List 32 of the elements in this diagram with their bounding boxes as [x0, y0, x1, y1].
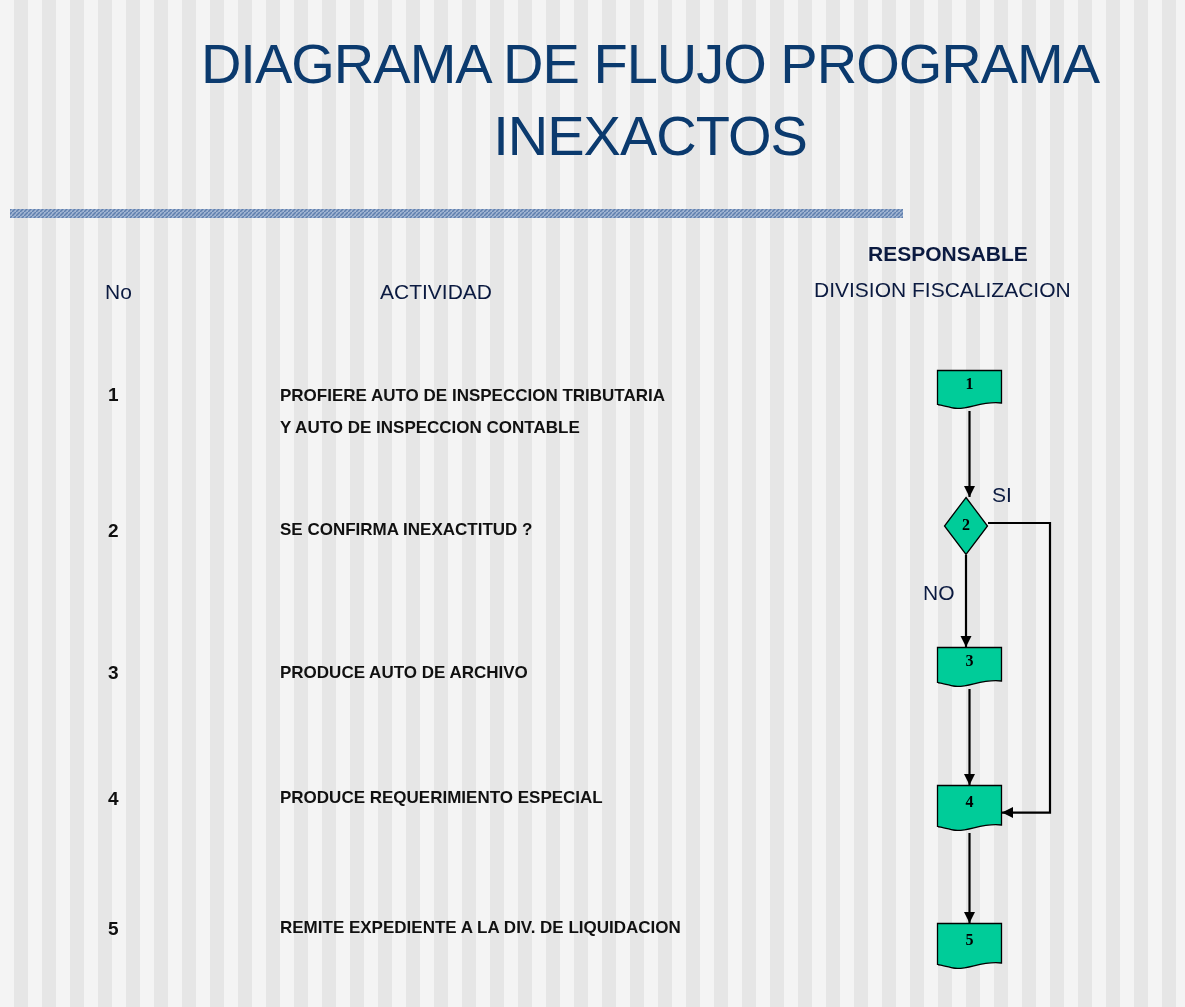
step-number: 2	[108, 520, 119, 542]
step-number: 3	[964, 652, 975, 670]
column-header: No	[105, 280, 132, 304]
arrow	[988, 521, 1052, 819]
document-shape	[937, 785, 1002, 831]
step-number: 3	[108, 662, 119, 684]
step-number: 1	[108, 384, 119, 406]
step-number: 2	[961, 516, 971, 534]
step-number: 4	[108, 788, 119, 810]
activity-text: PRODUCE AUTO DE ARCHIVO	[280, 662, 529, 684]
arrow	[964, 411, 975, 497]
edge-label: SI	[991, 483, 1013, 507]
step-number: 5	[108, 918, 119, 940]
arrow	[960, 555, 972, 647]
title: DIAGRAMA DE FLUJO PROGRAMA INEXACTOS	[199, 31, 1101, 169]
step-number: 5	[964, 931, 975, 949]
activity-text: PROFIERE AUTO DE INSPECCION TRIBUTARIA Y AUTO DE INSPECCION CONTABLE	[280, 385, 665, 439]
activity-text: SE CONFIRMA INEXACTITUD ?	[280, 519, 534, 541]
edge-label: NO	[922, 581, 956, 605]
activity-text: REMITE EXPEDIENTE A LA DIV. DE LIQUIDACION	[280, 917, 682, 939]
document-shape	[937, 370, 1002, 409]
column-header: RESPONSABLE	[868, 242, 1028, 266]
column-header: DIVISION FISCALIZACION	[814, 278, 1071, 302]
document-shape	[937, 923, 1002, 969]
decision-diamond	[944, 497, 988, 555]
step-number: 4	[964, 793, 975, 811]
step-number: 1	[964, 374, 975, 393]
arrow	[964, 689, 975, 785]
activity-text: PRODUCE REQUERIMIENTO ESPECIAL	[280, 787, 604, 809]
arrow	[964, 833, 975, 923]
document-shape	[937, 647, 1002, 687]
column-header: ACTIVIDAD	[380, 280, 492, 304]
